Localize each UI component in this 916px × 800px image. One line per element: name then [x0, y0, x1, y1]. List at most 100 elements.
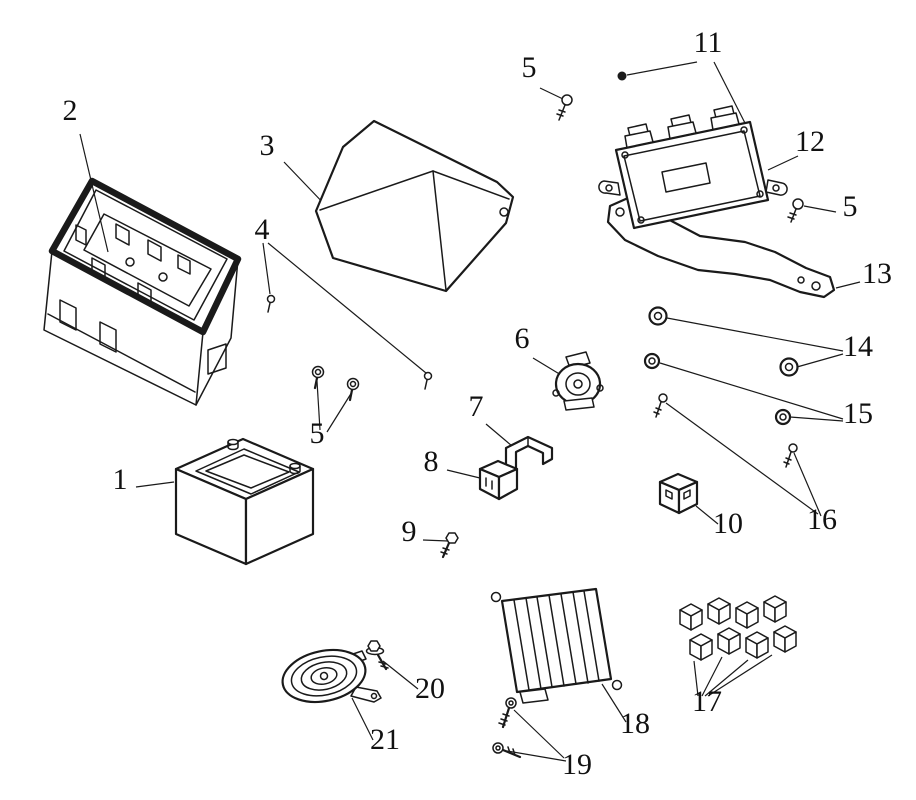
grommet-inner [779, 413, 787, 421]
rectifier-connector [519, 688, 549, 704]
rectifier-part [490, 587, 623, 704]
bolt-hex-head [367, 640, 381, 652]
callout-label-11: 11 [694, 26, 723, 59]
coil-inner [565, 372, 591, 396]
coil-body [554, 362, 602, 406]
callout-label-16: 16 [807, 503, 837, 536]
callout-label-15: 15 [843, 397, 873, 430]
bracket-hole-4 [797, 276, 805, 284]
screw-shank-a [501, 706, 511, 729]
hex-head [445, 532, 459, 544]
screws-19-part [492, 697, 522, 759]
leader-line-5b [803, 205, 837, 213]
screw-shank-a [267, 302, 271, 313]
rectifier-fins [513, 590, 600, 691]
screw-threads-a [498, 713, 510, 726]
callout-label-4: 4 [255, 213, 270, 246]
fuse-cube [745, 631, 769, 659]
ecu-screw-1 [621, 151, 629, 159]
battery-right-face [244, 467, 315, 566]
ecu-ear-left [598, 180, 621, 196]
screw-threads-b [783, 457, 792, 465]
fuse-cube [689, 633, 713, 661]
leader-line-20 [382, 660, 419, 690]
screw-head [561, 94, 573, 106]
grommet-inner [648, 357, 656, 365]
cover-tab-hole [499, 207, 509, 217]
leader-line-10 [695, 505, 719, 525]
screw-head-b [492, 742, 504, 754]
bolt-threads [440, 547, 450, 555]
screw-5-pair [311, 365, 360, 402]
screw-shank [558, 104, 566, 121]
leader-line-1 [135, 481, 175, 488]
terminal-cap [227, 438, 239, 446]
grommet-outer [774, 408, 792, 426]
callout-label-5a: 5 [522, 51, 537, 84]
cube-right [756, 637, 769, 659]
bolt-shank [441, 541, 451, 559]
callout-label-8: 8 [424, 445, 439, 478]
horn-disc [281, 648, 367, 704]
horn-part [281, 648, 382, 704]
cover-crease-3 [432, 170, 447, 291]
battery-box-part [43, 177, 242, 406]
dome-screw-1 [617, 71, 627, 81]
flasher-slot-2 [683, 489, 691, 500]
coil-center [573, 379, 583, 389]
callout-label-5b: 5 [843, 190, 858, 223]
leader-line-14a [666, 317, 844, 352]
leader-line-11a [626, 61, 698, 76]
battery-terminal-1 [227, 438, 239, 451]
callout-label-13: 13 [862, 257, 892, 290]
fuse-cube [763, 595, 787, 623]
callout-label-5c: 5 [310, 417, 325, 450]
callout-label-7: 7 [469, 390, 484, 423]
battery-terminal-2 [289, 462, 301, 475]
leader-line-12 [767, 155, 799, 171]
screw-head-a [266, 294, 276, 304]
horn-center [319, 671, 329, 681]
ecu-screw-2 [740, 126, 748, 134]
box-rim-inner [63, 189, 228, 321]
cube-right [746, 607, 759, 629]
box-rib-1 [115, 223, 130, 246]
cover-outline [314, 119, 515, 293]
cube-right [784, 631, 797, 653]
horn-ring-3 [300, 661, 348, 691]
grommet-outer [648, 306, 668, 326]
cube-right [728, 633, 741, 655]
leader-line-15a [659, 362, 844, 420]
screw-5-top [556, 94, 573, 121]
hex-bolt-part [440, 532, 459, 559]
box-rim [48, 177, 242, 336]
horn-outer-ring [281, 648, 367, 704]
leader-line-18 [601, 683, 627, 723]
box-slot-2 [99, 321, 117, 353]
terminal-cap [289, 462, 301, 470]
fuse-cube [773, 625, 797, 653]
bolt-head-2-inner [349, 380, 357, 388]
cube-right [718, 603, 731, 625]
leader-line-4a [262, 242, 271, 295]
flange-bolt-part [365, 640, 389, 671]
bolt-shank-1 [313, 376, 319, 390]
ecu-ear-left-hole [605, 184, 613, 192]
rectifier-ear-2 [611, 679, 623, 691]
callout-label-18: 18 [620, 707, 650, 740]
battery-top-stripe-inner [205, 454, 290, 489]
leader-line-9 [422, 539, 449, 542]
coil-ear-1 [552, 389, 560, 397]
cube-right [774, 601, 787, 623]
leader-lines [79, 61, 861, 762]
cover-crease-2 [432, 170, 510, 200]
fuse-cube [735, 601, 759, 629]
screw-head-a [505, 697, 517, 709]
callout-label-3: 3 [260, 129, 275, 162]
screw-head-b [423, 371, 433, 381]
relay-right [497, 467, 519, 501]
relay-part [478, 459, 519, 501]
cube-right [700, 639, 713, 661]
flasher-part [658, 472, 699, 515]
leader-line-5d [326, 391, 353, 433]
